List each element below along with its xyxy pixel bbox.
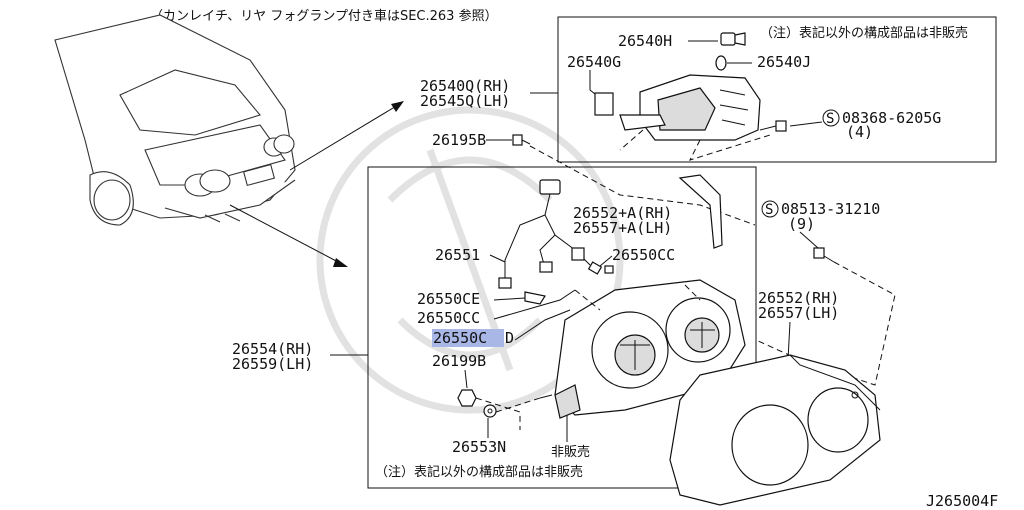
label-26195B: 26195B [432,131,486,149]
label-26550CC: 26550CC [417,309,480,327]
label-26557A: 26557+A(LH) [573,219,672,237]
highlight-26550CD [432,329,504,347]
outer-lens [669,354,881,506]
fog-lamp-box [557,16,997,163]
screw-26195B [512,134,531,146]
label-26540H: 26540H [618,32,672,50]
label-26554: 26554(RH) [232,340,313,358]
label-08368-qty: (4) [846,123,873,141]
label-26540G: 26540G [567,53,621,71]
fog-lamp-assembly [594,74,761,141]
screw-08368 [759,120,787,132]
label-26552: 26552(RH) [758,289,839,307]
note-top: （カンレイチ、リヤ フォグランプ付き車はSEC.263 参照） [150,8,498,24]
bulb-26550CC [587,261,614,275]
label-26550CE: 26550CE [417,290,480,308]
wiring-harness [498,179,591,289]
gasket-part [594,92,614,116]
s-circle-08513: S [761,200,779,218]
label-26557: 26557(LH) [758,304,839,322]
label-26540J: 26540J [757,53,811,71]
label-26550CD-highlight[interactable]: 26550C [433,329,487,347]
pointer-arrows [229,101,404,267]
s-circle-08368: S [822,109,840,127]
tail-lamp-box [367,166,757,489]
s-mark-08368: S [826,111,834,127]
label-26553N: 26553N [452,438,506,456]
label-26545Q: 26545Q(LH) [420,92,510,110]
bulb-socket-part [720,32,746,46]
diagram-code: J265004F [926,492,998,510]
label-26540Q: 26540Q(RH) [420,77,510,95]
note-lower-box: （注）表記以外の構成部品は非販売 [375,464,583,480]
finisher-strip [678,174,723,249]
label-26559: 26559(LH) [232,355,313,373]
label-08513-qty: (9) [788,215,815,233]
note-upper-box: （注）表記以外の構成部品は非販売 [760,25,968,41]
s-mark-08513: S [765,202,773,218]
not-for-sale-label: 非販売 [551,444,590,460]
tail-lamp-assembly [554,279,746,419]
nut-26199B [457,389,477,407]
label-26550CC-top: 26550CC [612,246,675,264]
label-08513: 08513-31210 [781,200,880,218]
label-08368: 08368-6205G [842,109,941,127]
label-26551: 26551 [435,246,480,264]
washer-26553N [483,404,497,418]
bulb-part [715,55,727,71]
car-illustration [54,14,296,226]
label-26550CD-suffix: D [505,329,514,347]
socket-26550CE [524,291,546,305]
label-26199B: 26199B [432,352,486,370]
screw-08513 [813,247,835,263]
label-26552A: 26552+A(RH) [573,204,672,222]
